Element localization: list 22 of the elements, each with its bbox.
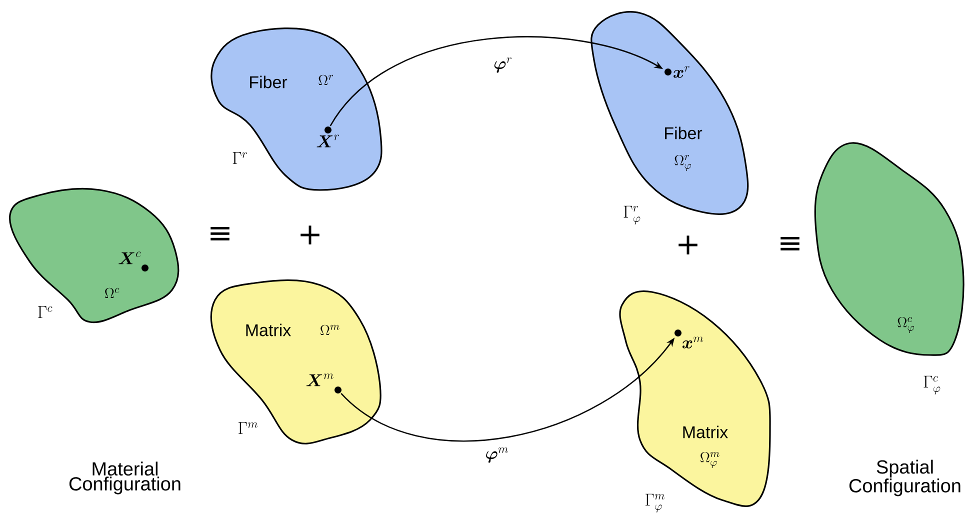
configuration-caption: Material Configuration	[69, 462, 180, 494]
material-point: $\boldsymbol{X}^{r}$	[316, 126, 339, 148]
boundary-label: $\Gamma^{r}$	[232, 152, 248, 164]
boundary-label: $\Gamma^{c}_{\varphi}$	[924, 376, 940, 394]
material-point: $\boldsymbol{x}^{r}$	[664, 66, 690, 78]
node-label: $\boldsymbol{x}^{r}$	[674, 66, 690, 78]
node-label: $\boldsymbol{x}^{m}$	[682, 336, 704, 348]
operator-symbol: +	[678, 236, 698, 254]
material-point: $\boldsymbol{X}^{c}$	[118, 252, 148, 272]
operator-symbol: ≡	[210, 226, 230, 240]
configuration-caption: Spatial Configuration	[849, 460, 960, 496]
edge-label: $\boldsymbol{\varphi}^{r}$	[492, 56, 514, 74]
operator-symbol: +	[300, 226, 320, 244]
material-point: $\boldsymbol{x}^{m}$	[674, 330, 704, 348]
region-blob: $\Omega^{c}_{\varphi}$	[814, 142, 964, 356]
boundary-label: $\Gamma^{m}$	[238, 422, 258, 434]
edge-label: $\boldsymbol{\varphi}^{m}$	[484, 446, 510, 464]
node-label: $\boldsymbol{X}^{c}$	[118, 252, 141, 264]
material-point: $\boldsymbol{X}^{m}$	[306, 374, 342, 394]
node-label: $\boldsymbol{X}^{m}$	[306, 374, 334, 386]
node-label: $\boldsymbol{X}^{r}$	[316, 134, 339, 148]
boundary-label: $\Gamma^{c}$	[38, 306, 52, 318]
